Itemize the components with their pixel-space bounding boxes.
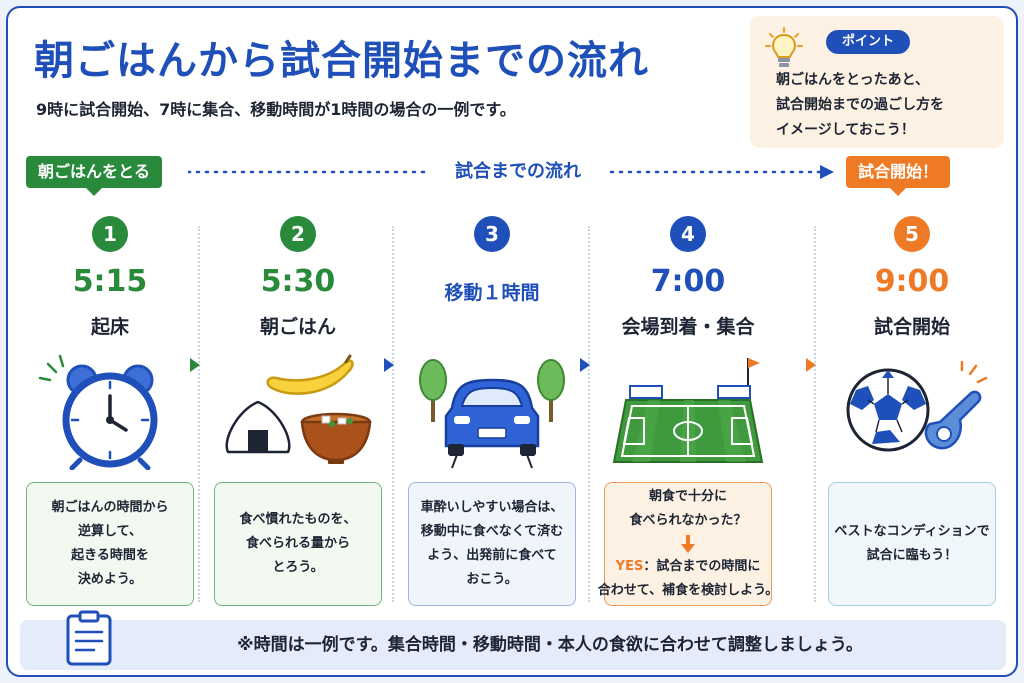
- step-number: 4: [670, 216, 706, 252]
- step-card: 車酔いしやすい場合は、 移動中に食べなくて済む よう、出発前に食べて おこう。: [408, 482, 576, 606]
- start-tag: 朝ごはんをとる: [26, 156, 163, 196]
- step-number: 1: [92, 216, 128, 252]
- step-label: 試合開始: [873, 316, 950, 338]
- step-time: 9:00: [874, 264, 950, 299]
- step-card: 朝ごはんの時間から 逆算して、 起きる時間を 決めよう。: [26, 482, 194, 606]
- flow-row: 朝ごはんをとる 試合までの流れ 試合開始！: [8, 154, 1016, 204]
- step-card: 食べ慣れたものを、 食べられる量から とろう。: [214, 482, 382, 606]
- step-5: 5 9:00 試合開始: [818, 216, 1006, 616]
- step-number: 2: [280, 216, 316, 252]
- step-label: 会場到着・集合: [621, 316, 755, 338]
- step-divider: [392, 226, 394, 602]
- point-box: ポイント 朝ごはんをとったあと、 試合開始までの過ごし方を イメージしておこう！: [750, 16, 1004, 148]
- step-time: 5:30: [260, 264, 336, 299]
- step-time: 7:00: [650, 264, 726, 299]
- step-label: 起床: [90, 316, 129, 338]
- step-divider: [814, 226, 816, 602]
- soccer-ball-whistle-icon: [846, 360, 988, 452]
- step-number: 5: [894, 216, 930, 252]
- step-arrow: [384, 358, 394, 372]
- step-divider: [588, 226, 590, 602]
- clipboard-icon: [66, 610, 112, 666]
- down-arrow-icon: [681, 535, 695, 553]
- lightbulb-icon: [765, 27, 803, 67]
- card-answer-1: ：試合までの時間に: [643, 559, 761, 574]
- step-4: 4 7:00 会場到着・集合 朝食で十分に 食べられなかった？: [594, 216, 782, 616]
- card-answer-2: 合わせて、補食を検討しよう。: [597, 583, 779, 598]
- card-question: 朝食で十分に 食べられなかった？: [629, 489, 747, 528]
- flow-label: 試合までの流れ: [428, 158, 608, 186]
- step-time: 移動１時間: [444, 282, 540, 304]
- step-card: ベストなコンディションで 試合に臨もう！: [828, 482, 996, 606]
- step-arrow: [190, 358, 200, 372]
- yes-label: YES: [615, 559, 644, 574]
- step-divider: [198, 226, 200, 602]
- step-number: 3: [474, 216, 510, 252]
- step-2: 2 5:30 朝ごはん 食べ慣れたものを、 食べられる量から とろう。: [204, 216, 392, 616]
- steps: 1 5:15 起床 朝ごはんの時: [8, 216, 1016, 616]
- step-arrow: [580, 358, 590, 372]
- alarm-clock-icon: [38, 354, 158, 470]
- end-tag: 試合開始！: [846, 156, 951, 196]
- step-card-4: 朝食で十分に 食べられなかった？ YES：試合までの時間に 合わせて、補食を検討…: [598, 482, 778, 606]
- point-text: 朝ごはんをとったあと、 試合開始までの過ごし方を イメージしておこう！: [776, 72, 944, 138]
- step-3: 3 移動１時間 車酔いしやすい場合は、 移動中に食べなくて済む よう、出発前に食…: [398, 216, 586, 616]
- car-icon: [419, 359, 565, 469]
- step-time: 5:15: [72, 264, 148, 299]
- note-bar: ※時間は一例です。集合時間・移動時間・本人の食欲に合わせて調整しましょう。: [20, 610, 1006, 670]
- soccer-field-icon: [612, 358, 764, 463]
- page-title: 朝ごはんから試合開始までの流れ: [34, 38, 649, 84]
- point-badge: ポイント: [826, 30, 910, 54]
- step-label: 朝ごはん: [259, 316, 336, 338]
- step-1: 1 5:15 起床 朝ごはんの時: [16, 216, 204, 616]
- note-text: ※時間は一例です。集合時間・移動時間・本人の食欲に合わせて調整しましょう。: [237, 635, 863, 655]
- infographic-frame: 朝ごはんから試合開始までの流れ 9時に試合開始、7時に集合、移動時間が1時間の場…: [6, 6, 1018, 677]
- breakfast-icon: [225, 354, 372, 464]
- step-arrow: [806, 358, 816, 372]
- page-subtitle: 9時に試合開始、7時に集合、移動時間が1時間の場合の一例です。: [36, 100, 516, 119]
- card-answer-line: YES：試合までの時間に: [616, 555, 761, 579]
